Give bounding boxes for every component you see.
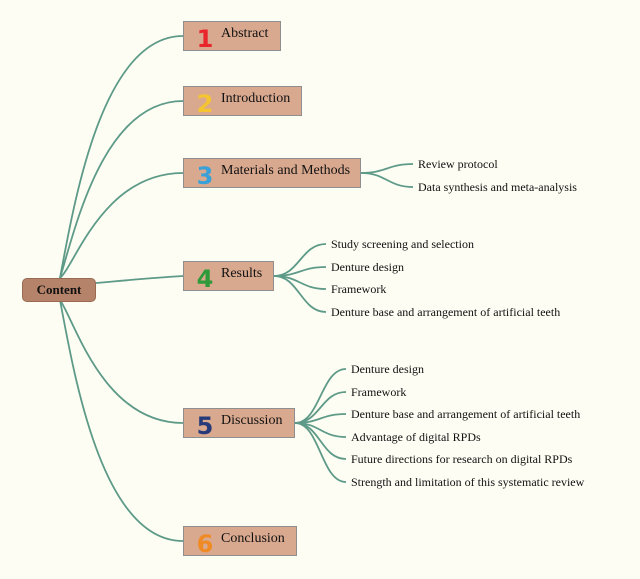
leaf-item: Study screening and selection	[331, 237, 474, 251]
section-label: Results	[221, 266, 263, 281]
leaf-item: Denture design	[331, 260, 404, 274]
section-materials-and-methods: 3 Materials and Methods	[183, 158, 361, 188]
section-abstract: 1 Abstract	[183, 21, 281, 51]
leaf-item: Strength and limitation of this systemat…	[351, 475, 585, 489]
section-number: 1	[196, 24, 214, 53]
section-number: 5	[196, 411, 214, 440]
section-discussion: 5 Discussion	[183, 408, 295, 438]
branch-connector	[59, 299, 184, 542]
branch-connector	[95, 275, 184, 284]
leaf-item: Framework	[351, 385, 407, 399]
section-label: Discussion	[221, 413, 283, 428]
leaf-connector	[273, 275, 327, 313]
section-number: 6	[196, 529, 214, 558]
leaf-item: Framework	[331, 282, 387, 296]
root-label: Content	[36, 282, 82, 297]
branch-connector	[59, 299, 184, 424]
section-number: 4	[196, 264, 214, 293]
section-label: Conclusion	[221, 531, 285, 546]
branch-connector	[59, 172, 184, 279]
leaf-connector	[294, 422, 347, 483]
leaf-item: Advantage of digital RPDs	[351, 430, 481, 444]
leaf-item: Denture base and arrangement of artifici…	[351, 407, 581, 421]
branch-connector	[59, 100, 184, 279]
section-label: Introduction	[221, 91, 291, 106]
leaf-item: Future directions for research on digita…	[351, 452, 573, 466]
leaf-connector	[360, 163, 414, 174]
root-node: Content	[22, 278, 96, 302]
branch-connector	[59, 35, 184, 279]
leaf-item: Review protocol	[418, 157, 498, 171]
section-conclusion: 6 Conclusion	[183, 526, 297, 556]
leaf-item: Denture base and arrangement of artifici…	[331, 305, 561, 319]
section-number: 3	[196, 161, 214, 190]
section-label: Abstract	[221, 26, 269, 41]
leaf-item: Denture design	[351, 362, 424, 376]
section-label: Materials and Methods	[221, 163, 351, 178]
section-introduction: 2 Introduction	[183, 86, 302, 116]
section-number: 2	[196, 89, 214, 118]
leaf-item: Data synthesis and meta-analysis	[418, 180, 577, 194]
leaf-connector	[360, 172, 414, 188]
section-results: 4 Results	[183, 261, 274, 291]
